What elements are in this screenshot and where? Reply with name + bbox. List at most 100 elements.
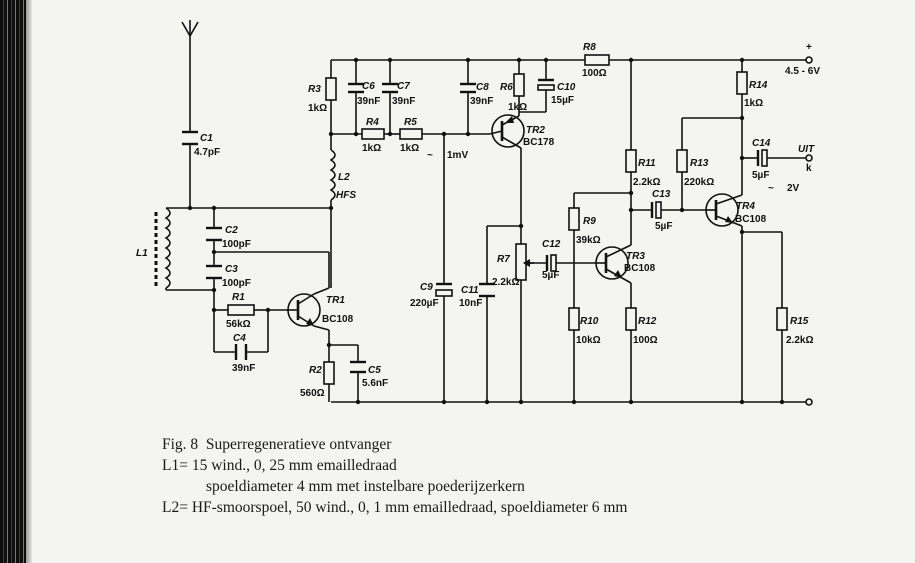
c1-label: C1 (200, 133, 213, 144)
tr2-transistor (489, 112, 525, 150)
r9-resistor (568, 207, 580, 231)
r7-arrow-head (523, 259, 530, 267)
c4-capacitor (234, 344, 248, 360)
r6-label: R6 (500, 82, 513, 93)
c7-label: C7 (397, 81, 410, 92)
c9-value: 220µF (410, 298, 439, 309)
tr4-transistor (705, 193, 743, 227)
output-k: k (806, 163, 812, 174)
ground-terminal (805, 398, 813, 406)
c5-value: 5.6nF (362, 378, 388, 389)
r4-resistor (361, 128, 385, 140)
r11-value: 2.2kΩ (633, 177, 660, 188)
r10-resistor (568, 307, 580, 331)
r12-label: R12 (638, 316, 657, 327)
r5-resistor (399, 128, 423, 140)
r5-label: R5 (404, 117, 417, 128)
tilde-2v: ~ (768, 183, 774, 194)
r2-label: R2 (309, 365, 322, 376)
r6-resistor (513, 73, 525, 97)
r13-value: 220kΩ (684, 177, 714, 188)
caption-l2-spec: L2= HF-smoorspoel, 50 wind., 0, 1 mm ema… (162, 499, 628, 516)
c4-label: C4 (233, 333, 246, 344)
r15-resistor (776, 307, 788, 331)
figure-caption: Fig. 8 Superregeneratieve ontvanger L1= … (162, 434, 627, 518)
tr1-transistor (286, 287, 330, 331)
page-binding-edge (0, 0, 26, 563)
r5-value: 1kΩ (400, 143, 419, 154)
c14-value: 5µF (752, 170, 769, 181)
tr1-label: TR1 (326, 295, 345, 306)
c6-label: C6 (362, 81, 375, 92)
r14-resistor (736, 71, 748, 95)
c10-capacitor (537, 78, 555, 91)
c2-capacitor (206, 226, 222, 242)
l2-coil (329, 149, 336, 201)
supply-plus: + (806, 42, 812, 53)
output-label: UIT (798, 144, 815, 155)
tr1-type: BC108 (322, 314, 354, 325)
tilde-1mv: ~ (427, 150, 433, 161)
c10-value: 15µF (551, 95, 574, 106)
r12-resistor (625, 307, 637, 331)
caption-title: Fig. 8 Superregeneratieve ontvanger (162, 436, 392, 453)
c9-label: C9 (420, 282, 433, 293)
r1-label: R1 (232, 292, 245, 303)
r13-resistor (676, 149, 688, 173)
c2-value: 100pF (222, 239, 251, 250)
c3-value: 100pF (222, 278, 251, 289)
schematic-diagram: C1 4.7pF C2 100pF C3 100pF R1 56kΩ C4 39… (136, 20, 820, 406)
c8-label: C8 (476, 82, 489, 93)
caption-l1-diameter: spoeldiameter 4 mm met instelbare poeder… (206, 478, 525, 495)
tr4-type: BC108 (735, 214, 767, 225)
c4-value: 39nF (232, 363, 255, 374)
r8-label: R8 (583, 42, 596, 53)
c12-label: C12 (542, 239, 561, 250)
r11-label: R11 (638, 158, 656, 169)
r9-label: R9 (583, 216, 596, 227)
signal-1mv: 1mV (447, 150, 468, 161)
c11-capacitor (479, 282, 495, 298)
c7-capacitor (382, 82, 398, 94)
c6-capacitor (348, 82, 364, 94)
r10-label: R10 (580, 316, 599, 327)
c3-capacitor (206, 264, 222, 280)
l2-type: HFS (336, 190, 356, 201)
r1-value: 56kΩ (226, 319, 251, 330)
r14-label: R14 (749, 80, 768, 91)
tr2-type: BC178 (523, 137, 555, 148)
r4-label: R4 (366, 117, 379, 128)
r15-value: 2.2kΩ (786, 335, 813, 346)
r13-label: R13 (690, 158, 709, 169)
c10-label: C10 (557, 82, 576, 93)
resistors (227, 54, 788, 385)
c14-label: C14 (752, 138, 771, 149)
r11-resistor (625, 149, 637, 173)
c13-capacitor (650, 201, 662, 219)
r2-value: 560Ω (300, 388, 325, 399)
r15-label: R15 (790, 316, 809, 327)
tr3-type: BC108 (624, 263, 656, 274)
r7-potentiometer (515, 243, 527, 281)
r8-value: 100Ω (582, 68, 607, 79)
c2-label: C2 (225, 225, 238, 236)
c12-capacitor (545, 254, 557, 272)
output-terminal (805, 154, 813, 162)
junction-dots (187, 57, 785, 405)
c6-value: 39nF (357, 96, 380, 107)
supply-voltage: 4.5 - 6V (785, 66, 820, 77)
c14-capacitor (756, 149, 768, 167)
r7-value: 2.2kΩ (492, 277, 519, 288)
l2-label: L2 (338, 172, 350, 183)
c13-label: C13 (652, 189, 671, 200)
l1-label: L1 (136, 248, 148, 259)
c9-capacitor (435, 282, 453, 297)
capacitors (182, 78, 768, 374)
c12-value: 5µF (542, 270, 559, 281)
terminals (805, 56, 813, 406)
tr3-label: TR3 (626, 251, 645, 262)
page-shadow (26, 0, 32, 563)
c11-label: C11 (461, 285, 479, 296)
r8-resistor (584, 54, 610, 66)
c8-value: 39nF (470, 96, 493, 107)
